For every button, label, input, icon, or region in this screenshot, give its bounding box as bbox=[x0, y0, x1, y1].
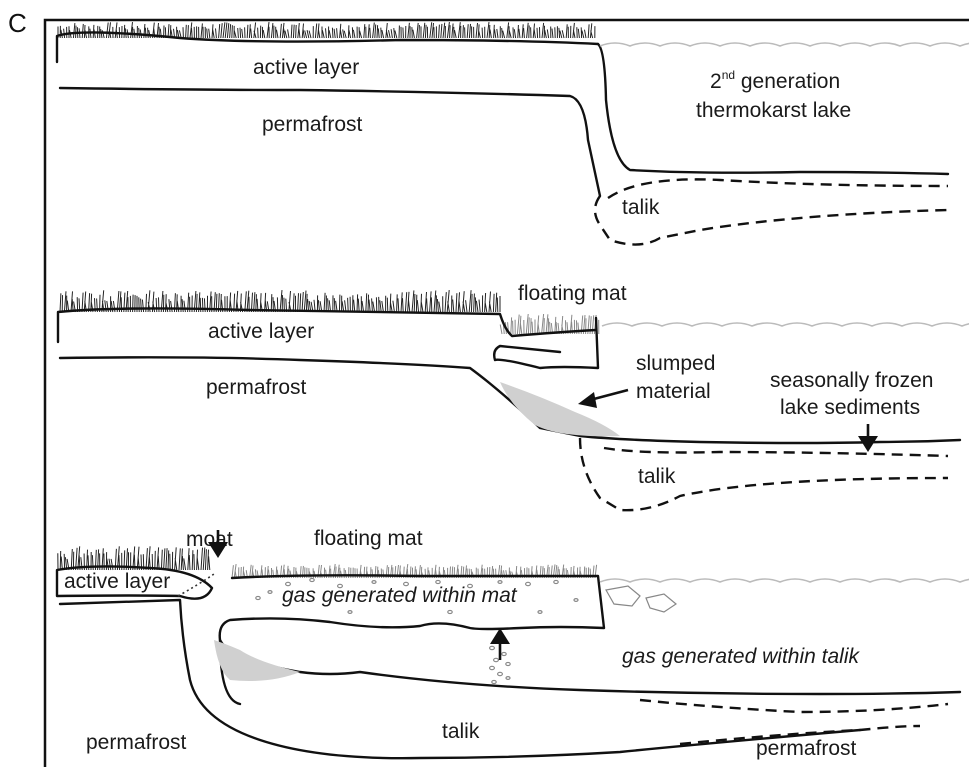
label-talik-top: talik bbox=[622, 196, 660, 219]
gas-bubble bbox=[256, 596, 260, 599]
debris-block-2 bbox=[646, 594, 676, 612]
gas-bubble bbox=[494, 658, 499, 661]
label-permafrost-middle: permafrost bbox=[206, 376, 307, 399]
slumped-material-fill bbox=[500, 382, 620, 436]
label-frozen-line1: seasonally frozen bbox=[770, 369, 933, 392]
label-active-layer-top: active layer bbox=[253, 56, 359, 79]
gas-bubble bbox=[574, 599, 578, 602]
label-permafrost-right: permafrost bbox=[756, 737, 857, 760]
lake-water-top bbox=[600, 43, 969, 46]
gas-bubble bbox=[554, 580, 558, 583]
arrow-gas-head bbox=[490, 628, 510, 644]
label-permafrost-left: permafrost bbox=[86, 731, 187, 754]
label-gas-talik: gas generated within talik bbox=[622, 645, 860, 668]
permafrost-table-top bbox=[60, 88, 600, 196]
label-gas-mat: gas generated within mat bbox=[282, 584, 518, 607]
top-panel: active layer permafrost 2nd generation t… bbox=[57, 22, 969, 244]
slump-fill-bottom bbox=[214, 640, 300, 681]
label-slumped-line1: slumped bbox=[636, 352, 715, 375]
bottom-panel: moat floating mat active layer gas gener… bbox=[57, 527, 969, 760]
label-active-layer-middle: active layer bbox=[208, 320, 314, 343]
label-frozen-line2: lake sediments bbox=[780, 396, 920, 419]
label-floating-mat-bottom: floating mat bbox=[314, 527, 423, 550]
gas-bubble bbox=[502, 652, 506, 655]
label-slumped-line2: material bbox=[636, 380, 711, 403]
arrow-slumped-head bbox=[578, 392, 597, 408]
label-permafrost-top: permafrost bbox=[262, 113, 363, 136]
gas-bubble bbox=[498, 581, 502, 584]
gas-bubble bbox=[498, 672, 503, 675]
gas-bubble bbox=[448, 610, 452, 613]
arrow-slumped bbox=[590, 390, 628, 400]
lake-water-bottom bbox=[600, 579, 969, 582]
gas-bubble bbox=[372, 581, 376, 584]
label-active-layer-bottom: active layer bbox=[64, 570, 170, 593]
label-moat: moat bbox=[186, 528, 233, 551]
gas-bubble bbox=[490, 666, 495, 669]
floating-mat-outline-middle bbox=[494, 318, 598, 368]
arrow-frozen-head bbox=[858, 436, 878, 452]
lake-water-middle bbox=[602, 323, 969, 326]
talik-boundary-middle bbox=[580, 438, 948, 510]
label-floating-mat-middle: floating mat bbox=[518, 282, 627, 305]
label-lake-line2: thermokarst lake bbox=[696, 99, 851, 122]
debris-block-1 bbox=[606, 586, 640, 606]
gas-bubble bbox=[348, 611, 352, 614]
gas-bubble bbox=[310, 578, 314, 581]
gas-bubble bbox=[268, 591, 272, 594]
gas-bubble bbox=[492, 680, 496, 683]
gas-bubble bbox=[506, 677, 510, 680]
label-talik-middle: talik bbox=[638, 465, 676, 488]
panel-letter: C bbox=[8, 8, 27, 38]
talik-top-middle bbox=[604, 448, 948, 456]
grass-blades bbox=[58, 22, 595, 38]
gas-bubble bbox=[490, 646, 495, 649]
middle-panel: floating mat active layer permafrost slu… bbox=[58, 282, 969, 510]
label-talik-bottom: talik bbox=[442, 720, 480, 743]
vegetation-top bbox=[58, 22, 595, 38]
gas-bubble bbox=[526, 582, 531, 585]
talik-boundary-bottom bbox=[640, 700, 948, 712]
gas-bubble bbox=[538, 611, 542, 614]
label-lake-line1: 2nd generation bbox=[710, 68, 840, 93]
gas-bubble bbox=[506, 662, 510, 665]
